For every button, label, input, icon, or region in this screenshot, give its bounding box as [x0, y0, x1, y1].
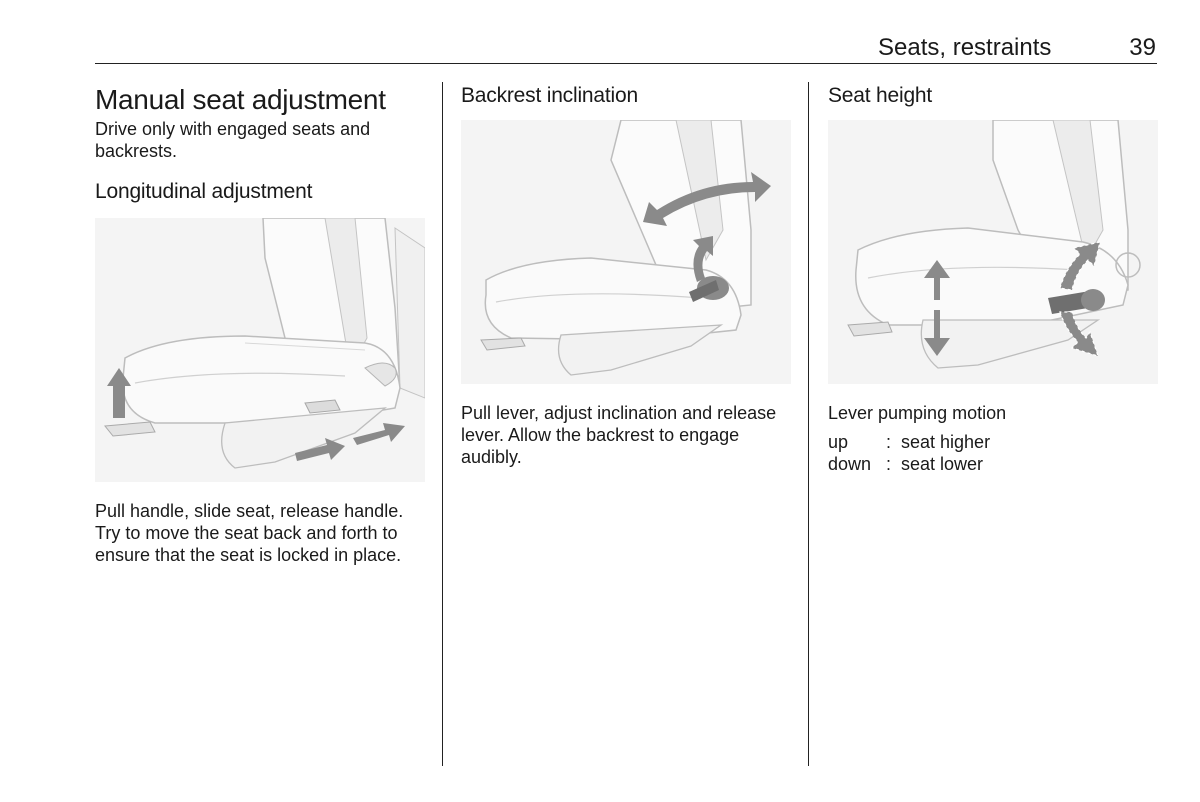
definition-row-up: up : seat higher [828, 431, 1158, 453]
longitudinal-instructions: Pull handle, slide seat, release handle.… [95, 501, 404, 565]
subheading-seat-height: Seat height [828, 84, 933, 107]
intro-text: Drive only with engaged seats and backre… [95, 119, 371, 161]
definition-term: down [828, 454, 872, 474]
column-divider-left [442, 82, 443, 766]
definition-term: up [828, 432, 849, 452]
definition-description: seat higher [901, 432, 991, 452]
definition-separator: : [886, 454, 892, 474]
seat-height-definitions: up : seat higher down : seat lower [828, 431, 1158, 475]
running-header-section: Seats, restraints [878, 34, 1052, 61]
section-title: Manual seat adjustment [95, 84, 386, 115]
column-middle: Backrest inclination Pull lever, adjust … [461, 80, 791, 468]
seat-backrest-illustration [461, 120, 791, 384]
subheading-backrest: Backrest inclination [461, 84, 638, 107]
definition-separator: : [886, 432, 892, 452]
backrest-instructions: Pull lever, adjust inclination and relea… [461, 403, 777, 467]
definition-row-down: down : seat lower [828, 453, 1158, 475]
header-rule [95, 63, 1157, 64]
column-divider-right [808, 82, 809, 766]
seat-height-instructions: Lever pumping motion [828, 403, 1007, 423]
subheading-longitudinal: Longitudinal adjustment [95, 180, 313, 203]
seat-height-illustration [828, 120, 1158, 384]
column-left: Manual seat adjustment Drive only with e… [95, 80, 425, 566]
page-number: 39 [1129, 34, 1156, 61]
column-right: Seat height Lever pumping motion up : se… [828, 80, 1158, 475]
definition-description: seat lower [901, 454, 984, 474]
seat-longitudinal-illustration [95, 218, 425, 482]
